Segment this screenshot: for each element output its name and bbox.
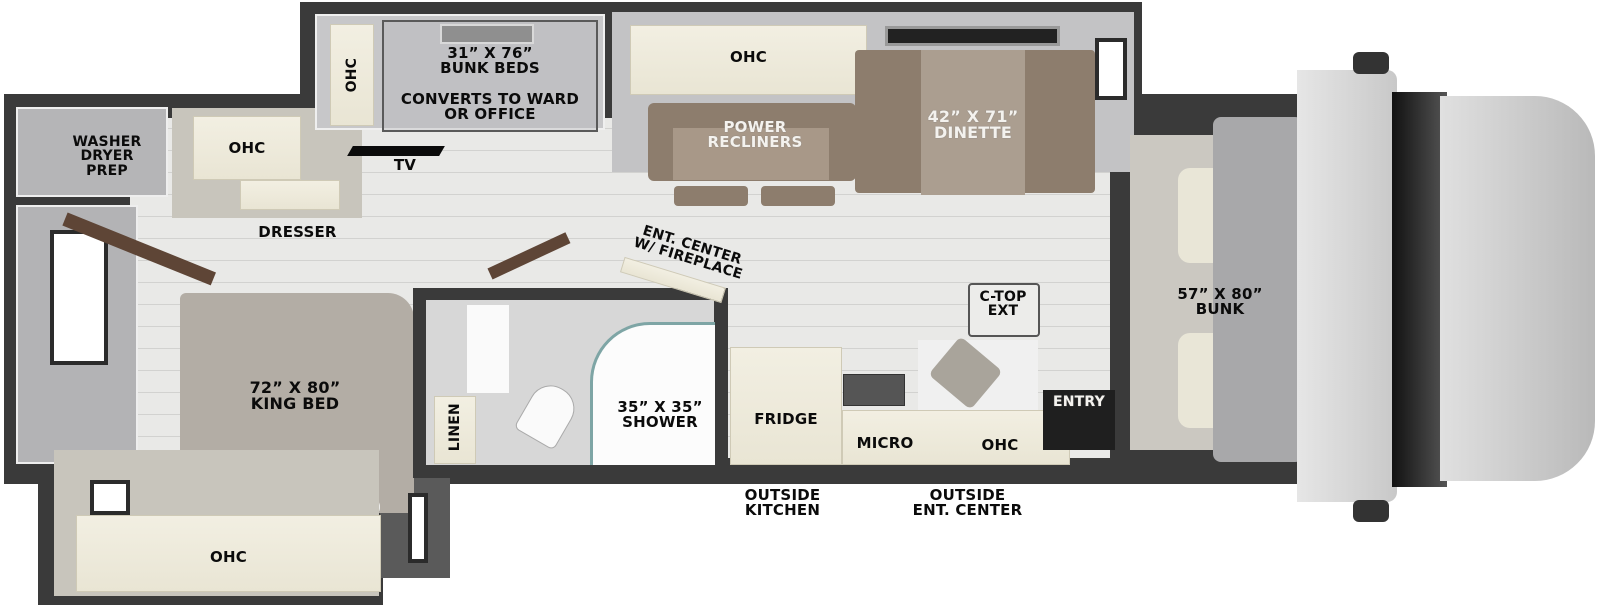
label-line: DRYER [80, 148, 134, 165]
dinette-size: 42” X 71” [927, 107, 1019, 126]
bunk-name: BUNK BEDS [440, 59, 540, 78]
rear-small-window [90, 480, 130, 515]
tv-label: TV [393, 156, 417, 174]
outside-ent-line2: ENT. CENTER [912, 501, 1023, 520]
bedroom-ohc[interactable] [193, 116, 301, 180]
bunk-ohc-label: OHC [343, 57, 360, 93]
footrest-left [674, 186, 748, 206]
cab-bunk-name: BUNK [1195, 300, 1245, 319]
bunk-ohc[interactable] [330, 24, 374, 126]
rear-ohc-label: OHC [210, 548, 247, 566]
fridge-label: FRIDGE [754, 410, 818, 428]
king-bed-size: 72” X 80” [249, 378, 341, 397]
bunk-size: 31” X 76” [447, 44, 533, 62]
entry-door[interactable] [1043, 390, 1115, 450]
mirror-top [1353, 52, 1389, 74]
dinette-name: DINETTE [933, 123, 1013, 143]
dinette-table[interactable] [921, 50, 1025, 195]
micro-label: MICRO [856, 434, 914, 452]
kitchen-counter[interactable] [842, 410, 1070, 465]
shower[interactable] [590, 322, 715, 465]
outside-kitchen-line1: OUTSIDE [744, 486, 821, 504]
bunk-size-label: 31” X 76” BUNK BEDS [385, 44, 595, 78]
tv-unit [347, 146, 445, 156]
dinette-bench-left[interactable] [855, 50, 925, 193]
closet-window [408, 493, 428, 563]
recliner-seat-right [751, 128, 829, 180]
dinette-label: 42” X 71” DINETTE [905, 107, 1041, 143]
dinette-window [885, 26, 1060, 46]
label-line: PREP [86, 162, 128, 179]
c-top-ext-label: C-TOP EXT [968, 290, 1038, 319]
footrest-right [761, 186, 835, 206]
hood [1440, 96, 1595, 481]
bedroom-window [50, 230, 108, 365]
shower-label: 35” X 35” SHOWER [610, 398, 710, 432]
vanity-sink[interactable] [467, 305, 509, 393]
linen-cabinet[interactable] [434, 396, 476, 464]
dresser-label: DRESSER [258, 223, 337, 241]
stovetop[interactable] [843, 374, 905, 406]
outside-ent-line1: OUTSIDE [929, 486, 1006, 504]
cab-bunk-overhead[interactable] [1213, 117, 1303, 462]
dinette-bench-right[interactable] [1015, 50, 1095, 193]
dresser[interactable] [240, 180, 340, 210]
label-line: WASHER [72, 134, 142, 150]
fridge[interactable] [730, 347, 842, 465]
cab-bunk-label: 57” X 80” BUNK [1150, 285, 1290, 319]
living-ohc[interactable] [630, 25, 867, 95]
washer-dryer-room [16, 107, 168, 197]
mirror-bottom [1353, 500, 1389, 522]
bunk-note-label: CONVERTS TO WARD OR OFFICE [385, 90, 595, 124]
c-top-line2: EXT [987, 303, 1019, 320]
recliner-seat-left [673, 128, 751, 180]
windshield [1392, 92, 1447, 487]
kitchen-ohc-label: OHC [981, 436, 1019, 454]
c-top-ext-box[interactable] [968, 283, 1040, 337]
bedroom-ohc-label: OHC [228, 139, 266, 157]
king-bed-label: 72” X 80” KING BED [200, 378, 390, 414]
recliners-line1: POWER [723, 118, 787, 136]
entry-label: ENTRY [1053, 394, 1105, 410]
linen-label: LINEN [446, 403, 463, 452]
recliners-label: POWER RECLINERS [680, 118, 830, 152]
outside-kitchen-label: OUTSIDE KITCHEN [725, 486, 840, 520]
washer-dryer-label: WASHER DRYER PREP [62, 135, 152, 178]
cab-bunk-size: 57” X 80” [1177, 285, 1263, 303]
outside-kitchen-line2: KITCHEN [744, 501, 821, 520]
bunk-note-2: OR OFFICE [444, 105, 536, 124]
outside-ent-center-label: OUTSIDE ENT. CENTER [895, 486, 1040, 520]
king-bed-name: KING BED [250, 394, 340, 414]
shower-name: SHOWER [622, 413, 698, 432]
recliners-line2: RECLINERS [707, 133, 803, 152]
living-ohc-label: OHC [730, 48, 767, 66]
skylight [440, 24, 534, 44]
bunk-note-1: CONVERTS TO WARD [400, 90, 580, 108]
c-top-line1: C-TOP [979, 289, 1027, 305]
cab-roof [1297, 70, 1397, 502]
dinette-side-window [1095, 38, 1127, 100]
rear-ohc[interactable] [76, 515, 381, 592]
shower-size: 35” X 35” [617, 398, 703, 416]
